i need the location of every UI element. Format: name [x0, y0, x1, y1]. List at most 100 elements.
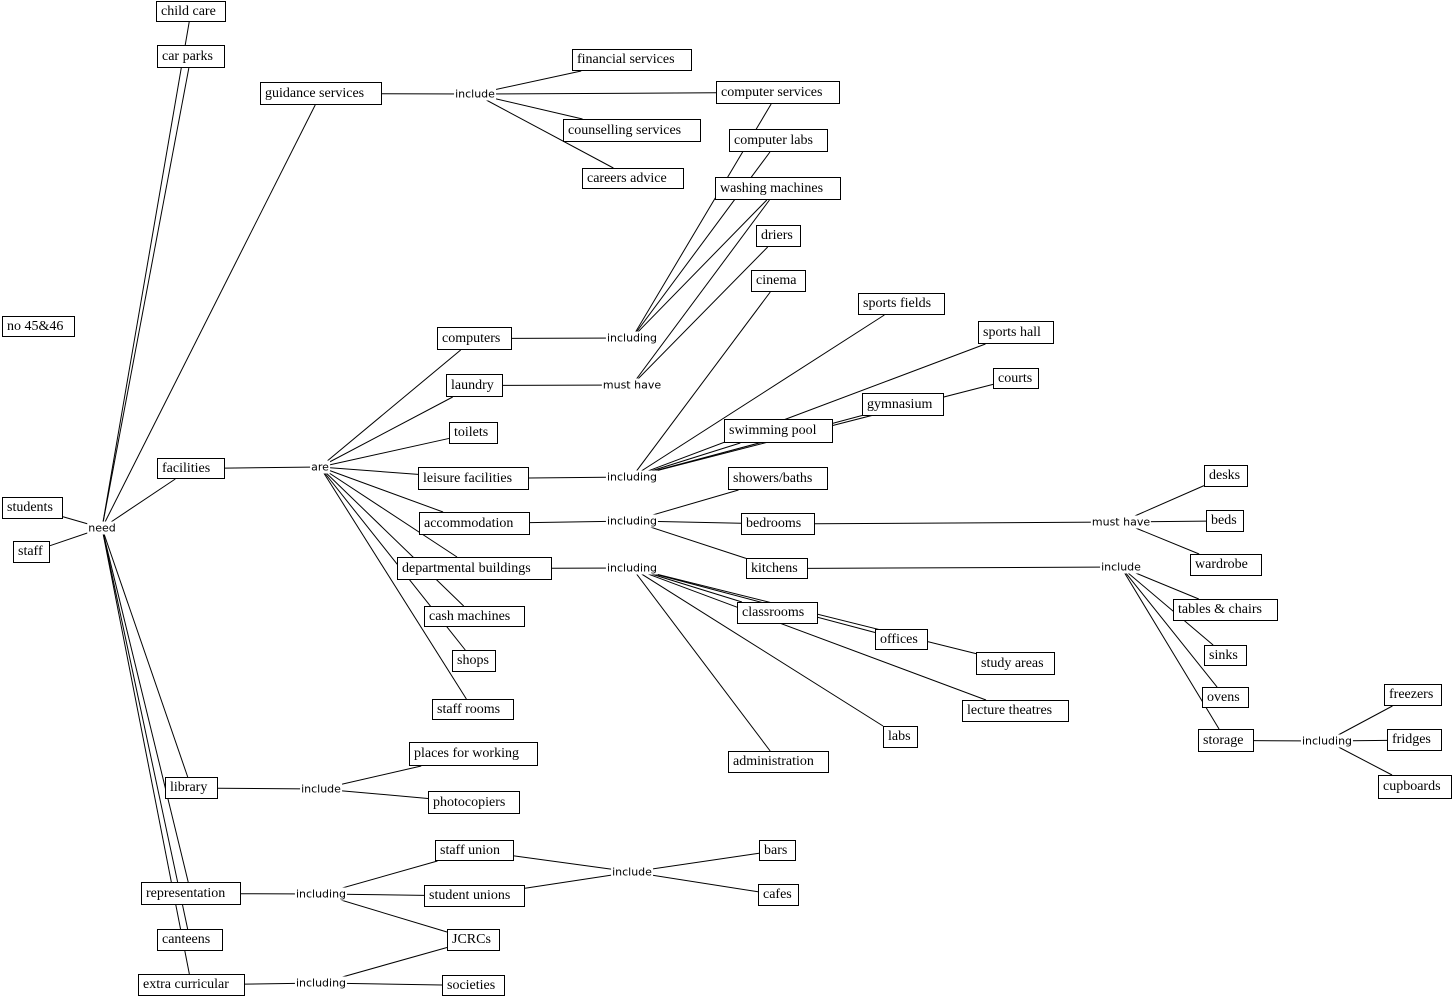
- concept-cupboards[interactable]: cupboards: [1378, 775, 1452, 799]
- linking-phrase[interactable]: are: [310, 460, 330, 474]
- concept-driers[interactable]: driers: [756, 225, 801, 247]
- connector-line: [631, 199, 768, 339]
- concept-departmental[interactable]: departmental buildings: [397, 557, 552, 580]
- linking-phrase[interactable]: must have: [601, 378, 663, 392]
- concept-leisure[interactable]: leisure facilities: [418, 467, 529, 490]
- concept-fridges[interactable]: fridges: [1387, 729, 1442, 751]
- concept-wardrobe[interactable]: wardrobe: [1190, 554, 1262, 576]
- concept-counselling[interactable]: counselling services: [563, 119, 701, 142]
- linking-phrase[interactable]: including: [605, 561, 659, 575]
- concept-showers[interactable]: showers/baths: [728, 467, 828, 490]
- connector-line: [319, 466, 458, 558]
- connector-line: [474, 92, 717, 95]
- linking-phrase[interactable]: need: [87, 521, 117, 535]
- concept-bedrooms[interactable]: bedrooms: [741, 513, 815, 535]
- concept-library[interactable]: library: [165, 777, 218, 799]
- concept-shops[interactable]: shops: [452, 650, 496, 672]
- concept-canteens[interactable]: canteens: [157, 929, 223, 951]
- concept-complabs[interactable]: computer labs: [729, 129, 828, 152]
- concept-jcrcs[interactable]: JCRCs: [447, 929, 500, 951]
- concept-washing[interactable]: washing machines: [715, 177, 841, 200]
- concept-cash[interactable]: cash machines: [424, 606, 525, 627]
- concept-beds[interactable]: beds: [1206, 510, 1244, 532]
- concept-sportshall[interactable]: sports hall: [978, 321, 1054, 344]
- concept-places[interactable]: places for working: [409, 742, 538, 766]
- connector-line: [631, 291, 771, 478]
- linking-phrase[interactable]: including: [1300, 734, 1354, 748]
- connector-line: [319, 466, 464, 607]
- concept-compserv[interactable]: computer services: [716, 81, 840, 104]
- connector-line: [319, 466, 467, 700]
- concept-computers[interactable]: computers: [437, 327, 512, 350]
- linking-phrase[interactable]: including: [294, 887, 348, 901]
- concept-lecture[interactable]: lecture theatres: [962, 700, 1069, 722]
- concept-toilets[interactable]: toilets: [449, 422, 498, 444]
- concept-study[interactable]: study areas: [976, 652, 1055, 675]
- concept-gym[interactable]: gymnasium: [862, 393, 944, 416]
- concept-laundry[interactable]: laundry: [446, 374, 503, 397]
- connector-line: [101, 21, 190, 529]
- concept-sinks[interactable]: sinks: [1204, 645, 1247, 666]
- connector-line: [631, 567, 987, 701]
- connector-line: [631, 871, 759, 893]
- connector-line: [101, 478, 176, 529]
- concept-offices[interactable]: offices: [875, 629, 928, 650]
- concept-societies[interactable]: societies: [442, 975, 505, 996]
- concept-classrooms[interactable]: classrooms: [737, 602, 818, 624]
- concept-admin[interactable]: administration: [728, 751, 829, 773]
- concept-photocopiers[interactable]: photocopiers: [428, 791, 520, 814]
- connector-line: [101, 67, 190, 529]
- linking-phrase[interactable]: include: [454, 87, 496, 101]
- connector-line: [631, 314, 885, 478]
- concept-guidance[interactable]: guidance services: [260, 82, 382, 105]
- connector-line: [1120, 566, 1214, 646]
- concept-staff[interactable]: staff: [13, 541, 50, 563]
- concept-labs[interactable]: labs: [883, 726, 918, 748]
- connector-line: [319, 349, 461, 468]
- concept-representation[interactable]: representation: [141, 882, 241, 905]
- concept-cinema[interactable]: cinema: [751, 270, 806, 292]
- concept-courts[interactable]: courts: [993, 368, 1039, 389]
- connector-line: [224, 466, 321, 469]
- concept-studentunions[interactable]: student unions: [424, 885, 525, 907]
- concept-ovens[interactable]: ovens: [1202, 687, 1249, 708]
- concept-pool[interactable]: swimming pool: [724, 419, 833, 443]
- concept-kitchens[interactable]: kitchens: [746, 558, 808, 579]
- linking-phrase[interactable]: include: [300, 782, 342, 796]
- concept-cafes[interactable]: cafes: [758, 884, 799, 906]
- concept-freezers[interactable]: freezers: [1384, 684, 1442, 706]
- linking-phrase[interactable]: must have: [1090, 515, 1152, 529]
- connector-line: [631, 567, 771, 752]
- concept-financial[interactable]: financial services: [572, 49, 692, 71]
- concept-extra[interactable]: extra curricular: [138, 974, 245, 996]
- connector-line: [631, 567, 884, 727]
- connector-line: [1120, 566, 1218, 688]
- concept-careers[interactable]: careers advice: [582, 168, 684, 189]
- concept-sportsfields[interactable]: sports fields: [858, 293, 945, 315]
- concept-carparks[interactable]: car parks: [157, 45, 225, 68]
- connector-line: [631, 199, 770, 386]
- concept-students[interactable]: students: [2, 497, 63, 519]
- linking-phrase[interactable]: include: [1100, 560, 1142, 574]
- linking-phrase[interactable]: including: [605, 470, 659, 484]
- concept-bars[interactable]: bars: [759, 840, 796, 861]
- linking-phrase[interactable]: include: [611, 865, 653, 879]
- concept-desks[interactable]: desks: [1204, 465, 1248, 487]
- connector-line: [319, 437, 450, 468]
- linking-phrase[interactable]: including: [605, 514, 659, 528]
- connector-line: [319, 396, 453, 468]
- concept-facilities[interactable]: facilities: [157, 458, 225, 479]
- concept-tables[interactable]: tables & chairs: [1173, 599, 1278, 621]
- connector-line: [101, 527, 189, 930]
- concept-staffrooms[interactable]: staff rooms: [432, 699, 514, 720]
- linking-phrase[interactable]: including: [605, 331, 659, 345]
- concept-staffunion[interactable]: staff union: [435, 840, 514, 861]
- concept-no4546[interactable]: no 45&46: [2, 316, 75, 337]
- linking-phrase[interactable]: including: [294, 976, 348, 990]
- connector-line: [101, 527, 189, 883]
- concept-accommodation[interactable]: accommodation: [419, 512, 530, 535]
- concept-childcare[interactable]: child care: [156, 1, 226, 22]
- concept-storage[interactable]: storage: [1198, 729, 1254, 752]
